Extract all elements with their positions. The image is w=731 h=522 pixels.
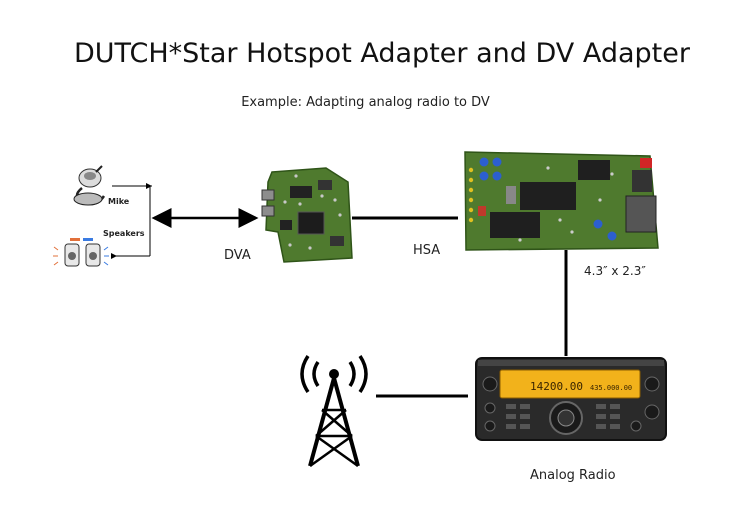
radio-freq-sub: 435.000.00 <box>590 384 632 392</box>
audio-connection-bracket <box>111 183 152 259</box>
speakers-icon <box>53 238 109 267</box>
diagram-subtitle: Example: Adapting analog radio to DV <box>241 95 490 110</box>
radio-freq-main: 14200.00 <box>530 380 583 393</box>
hsa-board <box>464 151 659 251</box>
microphone-icon <box>73 165 106 206</box>
dva-board <box>261 167 353 263</box>
diagram-title: DUTCH*Star Hotspot Adapter and DV Adapte… <box>74 38 690 69</box>
label-speakers: Speakers <box>103 229 145 238</box>
antenna-tower-icon <box>300 355 368 468</box>
label-mike: Mike <box>108 197 130 206</box>
label-hsa: HSA <box>413 243 441 258</box>
label-analog-radio: Analog Radio <box>530 468 616 483</box>
label-dva: DVA <box>224 248 251 263</box>
analog-radio: 14200.00 435.000.00 <box>475 357 667 441</box>
label-dimensions: 4.3″ x 2.3″ <box>584 264 646 278</box>
